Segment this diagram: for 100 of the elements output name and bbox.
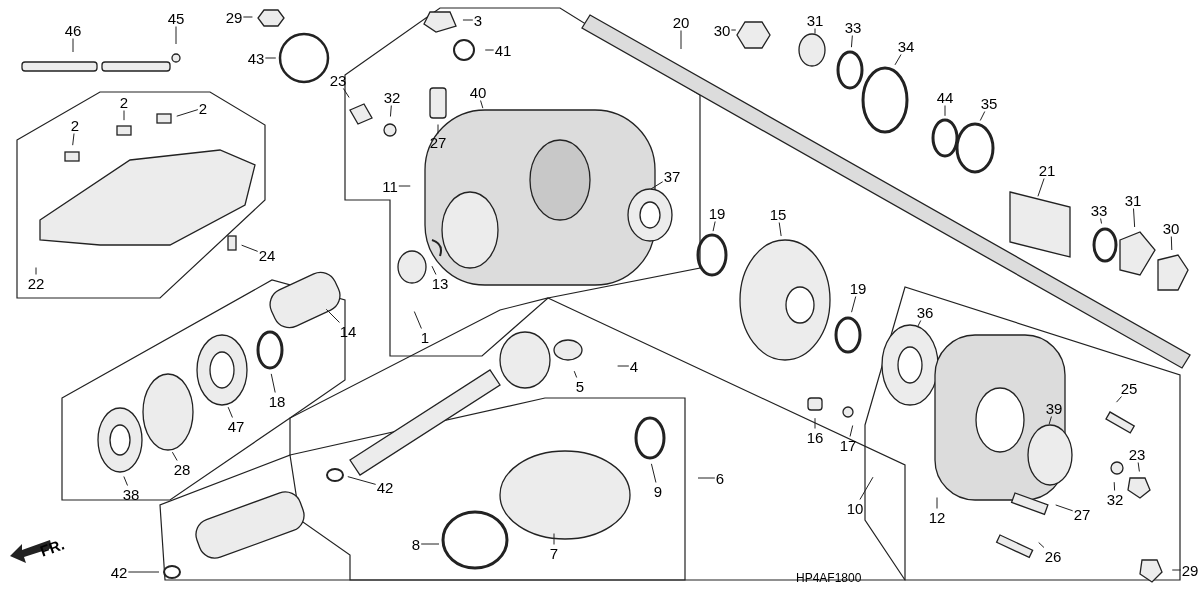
callout-number: 27	[1072, 505, 1092, 523]
leader-line	[431, 265, 437, 275]
leader-line	[1055, 504, 1074, 512]
callout-number: 35	[979, 94, 999, 112]
leader-line	[437, 124, 439, 134]
callout-number: 40	[468, 83, 488, 101]
callout-number: 33	[843, 18, 863, 36]
leader-line	[347, 476, 377, 485]
leader-line	[242, 16, 253, 18]
callout-number: 44	[935, 88, 955, 106]
diagram-code: HP4AF1800	[796, 572, 862, 584]
leader-line	[484, 49, 495, 51]
leader-line	[944, 105, 946, 117]
leader-line	[241, 244, 259, 252]
callout-number: 31	[1123, 191, 1143, 209]
callout-number: 32	[1105, 490, 1125, 508]
callout-number: 32	[382, 88, 402, 106]
callout-number: 18	[267, 392, 287, 410]
leader-line	[175, 26, 177, 45]
leader-line	[1037, 178, 1045, 197]
callout-number: 15	[768, 205, 788, 223]
leader-line	[1116, 396, 1122, 403]
callout-number: 43	[246, 49, 266, 67]
leader-line	[778, 222, 782, 237]
leader-line	[1137, 462, 1140, 472]
leader-line	[398, 185, 411, 187]
callout-number: 13	[430, 274, 450, 292]
callout-number: 28	[172, 460, 192, 478]
leader-line	[72, 133, 75, 146]
leader-line	[227, 406, 233, 418]
direction-label: FR.	[38, 536, 66, 559]
callout-number: 23	[1127, 445, 1147, 463]
callout-number: 38	[121, 485, 141, 503]
leader-line	[342, 88, 350, 98]
callout-number: 5	[574, 377, 586, 395]
callout-number: 22	[26, 274, 46, 292]
leader-line	[859, 476, 874, 500]
callout-number: 14	[338, 322, 358, 340]
callout-number: 34	[896, 37, 916, 55]
callout-number: 4	[628, 357, 640, 375]
callout-number: 1	[419, 328, 431, 346]
callout-number: 17	[838, 436, 858, 454]
leader-line	[1100, 218, 1103, 224]
callout-number: 29	[1180, 561, 1200, 579]
leader-line	[936, 497, 938, 509]
callout-number: 33	[1089, 201, 1109, 219]
leader-line	[1171, 569, 1182, 571]
callout-number: 36	[915, 303, 935, 321]
callout-number: 2	[69, 116, 81, 134]
leader-line	[697, 477, 716, 479]
callout-number: 45	[166, 9, 186, 27]
leader-line	[171, 451, 178, 461]
leader-line	[413, 311, 422, 329]
callout-number: 46	[63, 21, 83, 39]
callout-number: 7	[548, 544, 560, 562]
leader-line	[127, 571, 160, 573]
leader-line	[650, 463, 657, 483]
callout-number: 3	[472, 11, 484, 29]
callout-number: 41	[493, 41, 513, 59]
callout-number: 8	[410, 535, 422, 553]
callout-number: 11	[381, 177, 399, 195]
leader-line	[123, 110, 125, 121]
leader-line	[1048, 416, 1052, 425]
callout-number: 39	[1044, 399, 1064, 417]
leader-line	[1170, 236, 1173, 251]
leader-line	[389, 105, 392, 117]
callout-number: 20	[671, 13, 691, 31]
callout-number: 12	[927, 508, 947, 526]
leader-line	[420, 543, 440, 545]
leader-line	[264, 57, 277, 59]
leader-line	[176, 109, 199, 117]
leader-line	[1038, 542, 1045, 548]
callout-number: 37	[662, 167, 682, 185]
leader-line	[573, 370, 578, 378]
callout-number: 24	[257, 246, 277, 264]
leader-line	[1133, 208, 1136, 228]
leader-line	[680, 30, 682, 50]
leader-line	[1113, 481, 1116, 491]
leader-line	[894, 54, 902, 66]
leader-line	[849, 425, 854, 437]
callout-number: 29	[224, 8, 244, 26]
leader-line	[270, 373, 276, 393]
leader-line	[325, 308, 340, 323]
leader-line	[850, 35, 853, 48]
callout-number: 16	[805, 428, 825, 446]
leader-line	[72, 38, 74, 53]
callout-number: 19	[848, 279, 868, 297]
callout-number: 9	[652, 482, 664, 500]
callout-number: 10	[845, 499, 865, 517]
leader-line	[712, 221, 716, 232]
callout-number: 23	[328, 71, 348, 89]
leader-line	[917, 320, 922, 328]
leader-line	[814, 28, 816, 34]
callout-number: 25	[1119, 379, 1139, 397]
callout-number: 2	[197, 99, 209, 117]
leader-line	[462, 19, 474, 21]
callout-number: 27	[428, 133, 448, 151]
callout-number: 42	[109, 563, 129, 581]
callout-number: 31	[805, 11, 825, 29]
leader-line	[35, 267, 37, 275]
